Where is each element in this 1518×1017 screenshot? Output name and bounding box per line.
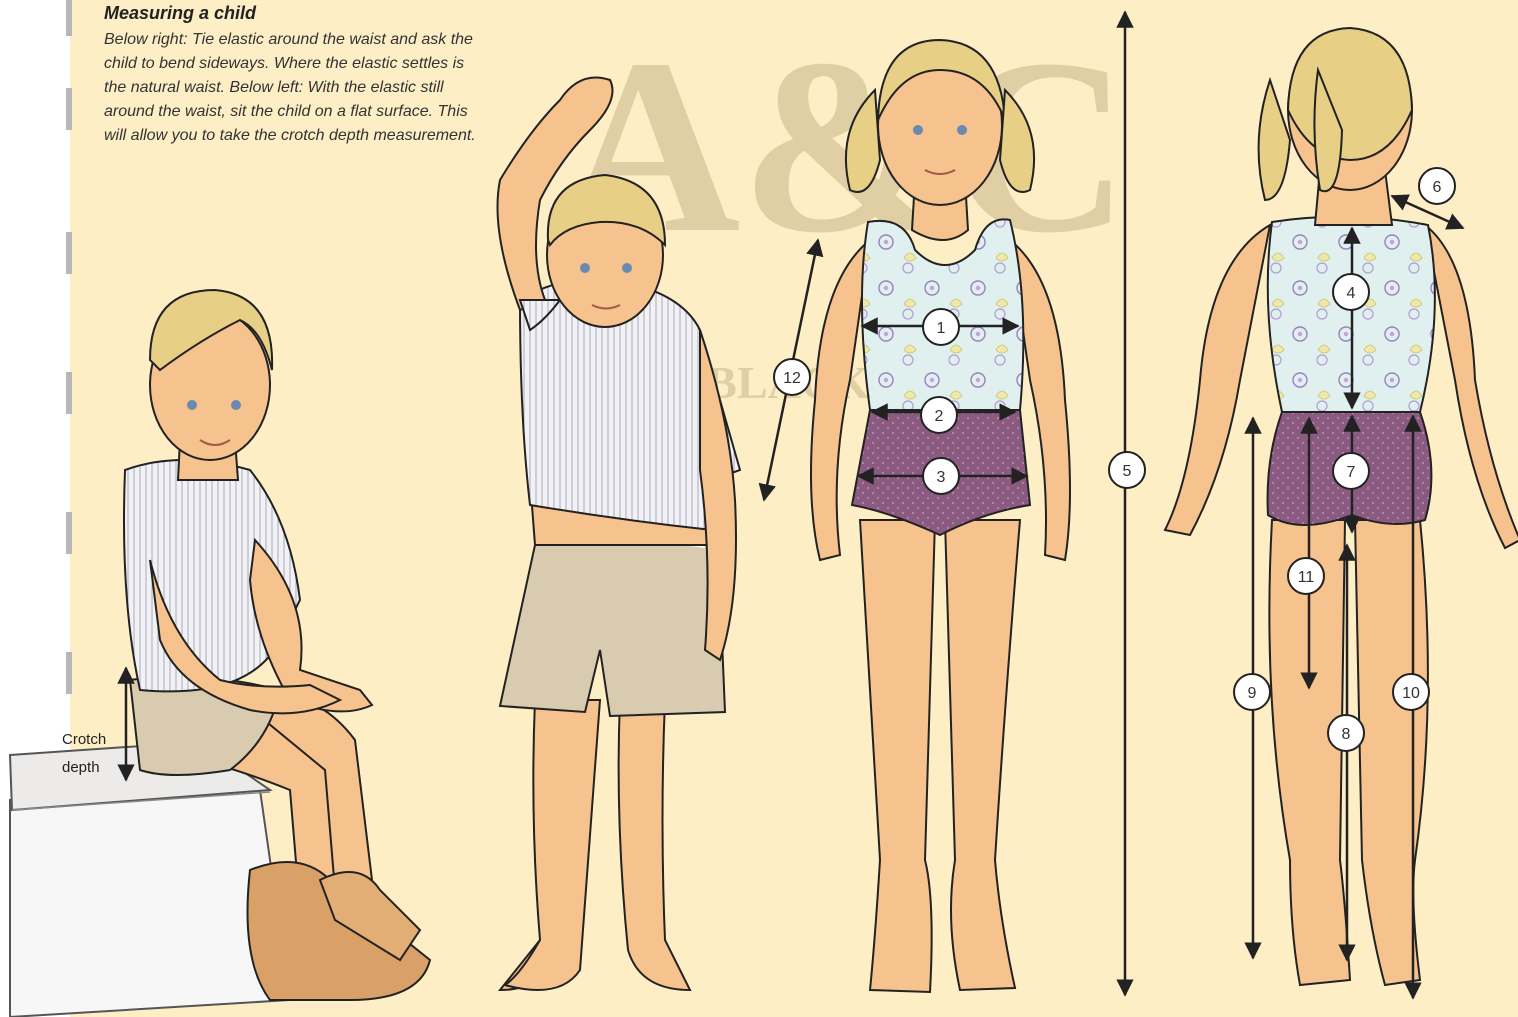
- marker-4: 4: [1333, 274, 1369, 310]
- marker-3-label: 3: [937, 469, 946, 486]
- marker-3: 3: [923, 458, 959, 494]
- crotch-depth-measurement: Crotch depth: [58, 668, 126, 780]
- caption-body: Below right: Tie elastic around the wais…: [104, 28, 484, 148]
- marker-7-label: 7: [1347, 464, 1356, 481]
- girl-back-figure: [1165, 28, 1518, 985]
- marker-1-label: 1: [937, 320, 946, 337]
- marker-1: 1: [923, 309, 959, 345]
- marker-10: 10: [1393, 674, 1429, 710]
- caption-block: Measuring a child Below right: Tie elast…: [104, 0, 484, 148]
- crotch-label-line2: depth: [62, 759, 100, 776]
- marker-4-label: 4: [1347, 285, 1356, 302]
- marker-9: 9: [1234, 674, 1270, 710]
- marker-6: 6: [1419, 168, 1455, 204]
- marker-9-label: 9: [1248, 685, 1257, 702]
- marker-6-label: 6: [1433, 179, 1442, 196]
- marker-12-label: 12: [783, 370, 801, 387]
- marker-8-label: 8: [1342, 726, 1351, 743]
- crotch-label-line1: Crotch: [62, 731, 106, 748]
- marker-11: 11: [1288, 558, 1324, 594]
- marker-5: 5: [1109, 452, 1145, 488]
- marker-2: 2: [921, 397, 957, 433]
- caption-title: Measuring a child: [104, 2, 484, 24]
- marker-7: 7: [1333, 453, 1369, 489]
- marker-10-label: 10: [1402, 685, 1420, 702]
- seated-child-figure: [10, 290, 430, 1017]
- marker-12: 12: [774, 359, 810, 395]
- girl-front-figure: [811, 40, 1070, 992]
- marker-5-label: 5: [1123, 463, 1132, 480]
- seat-box: [10, 742, 290, 1017]
- marker-8: 8: [1328, 715, 1364, 751]
- marker-2-label: 2: [935, 408, 944, 425]
- marker-11-label: 11: [1298, 569, 1315, 586]
